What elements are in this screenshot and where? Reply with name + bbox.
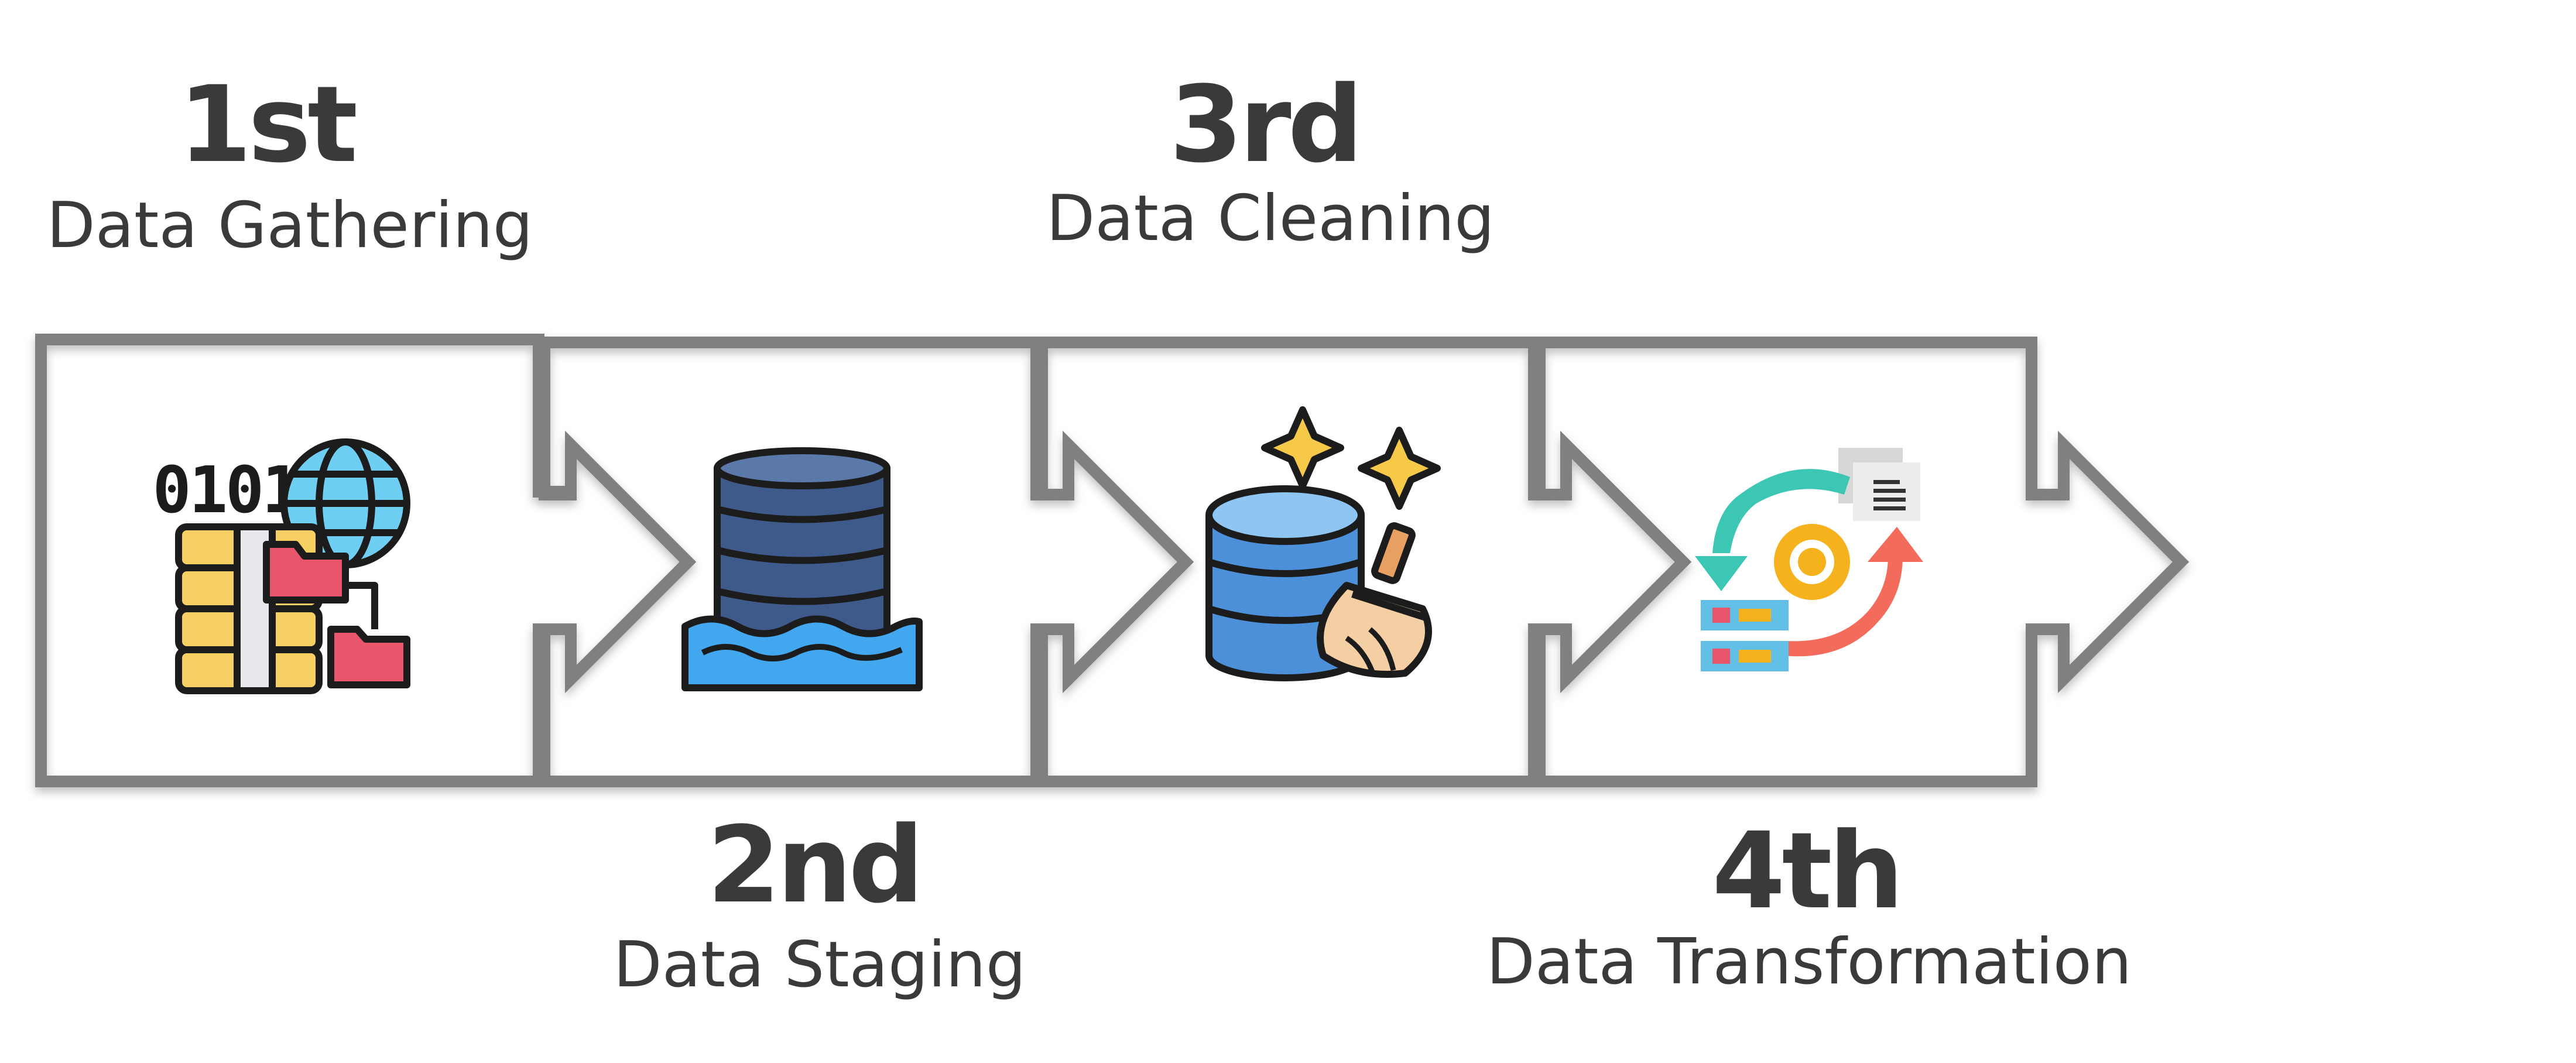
binary-text: 0101: [153, 452, 299, 527]
database-cleaning-icon: [1205, 406, 1441, 681]
step-4-number: 4th: [1712, 810, 1900, 932]
step-2-number: 2nd: [707, 804, 920, 927]
data-gathering-icon: 0101: [153, 438, 410, 694]
step-2-label: Data Staging: [614, 928, 1026, 1002]
data-transformation-icon: [1695, 448, 1923, 671]
step-4-label: Data Transformation: [1486, 925, 2132, 999]
pipeline-frame: [35, 334, 2190, 787]
step-3-number: 3rd: [1170, 64, 1360, 186]
step-1-number: 1st: [179, 64, 355, 186]
step-1-label: Data Gathering: [47, 189, 533, 262]
step-3-label: Data Cleaning: [1046, 182, 1495, 255]
data-lake-icon: [681, 447, 923, 691]
